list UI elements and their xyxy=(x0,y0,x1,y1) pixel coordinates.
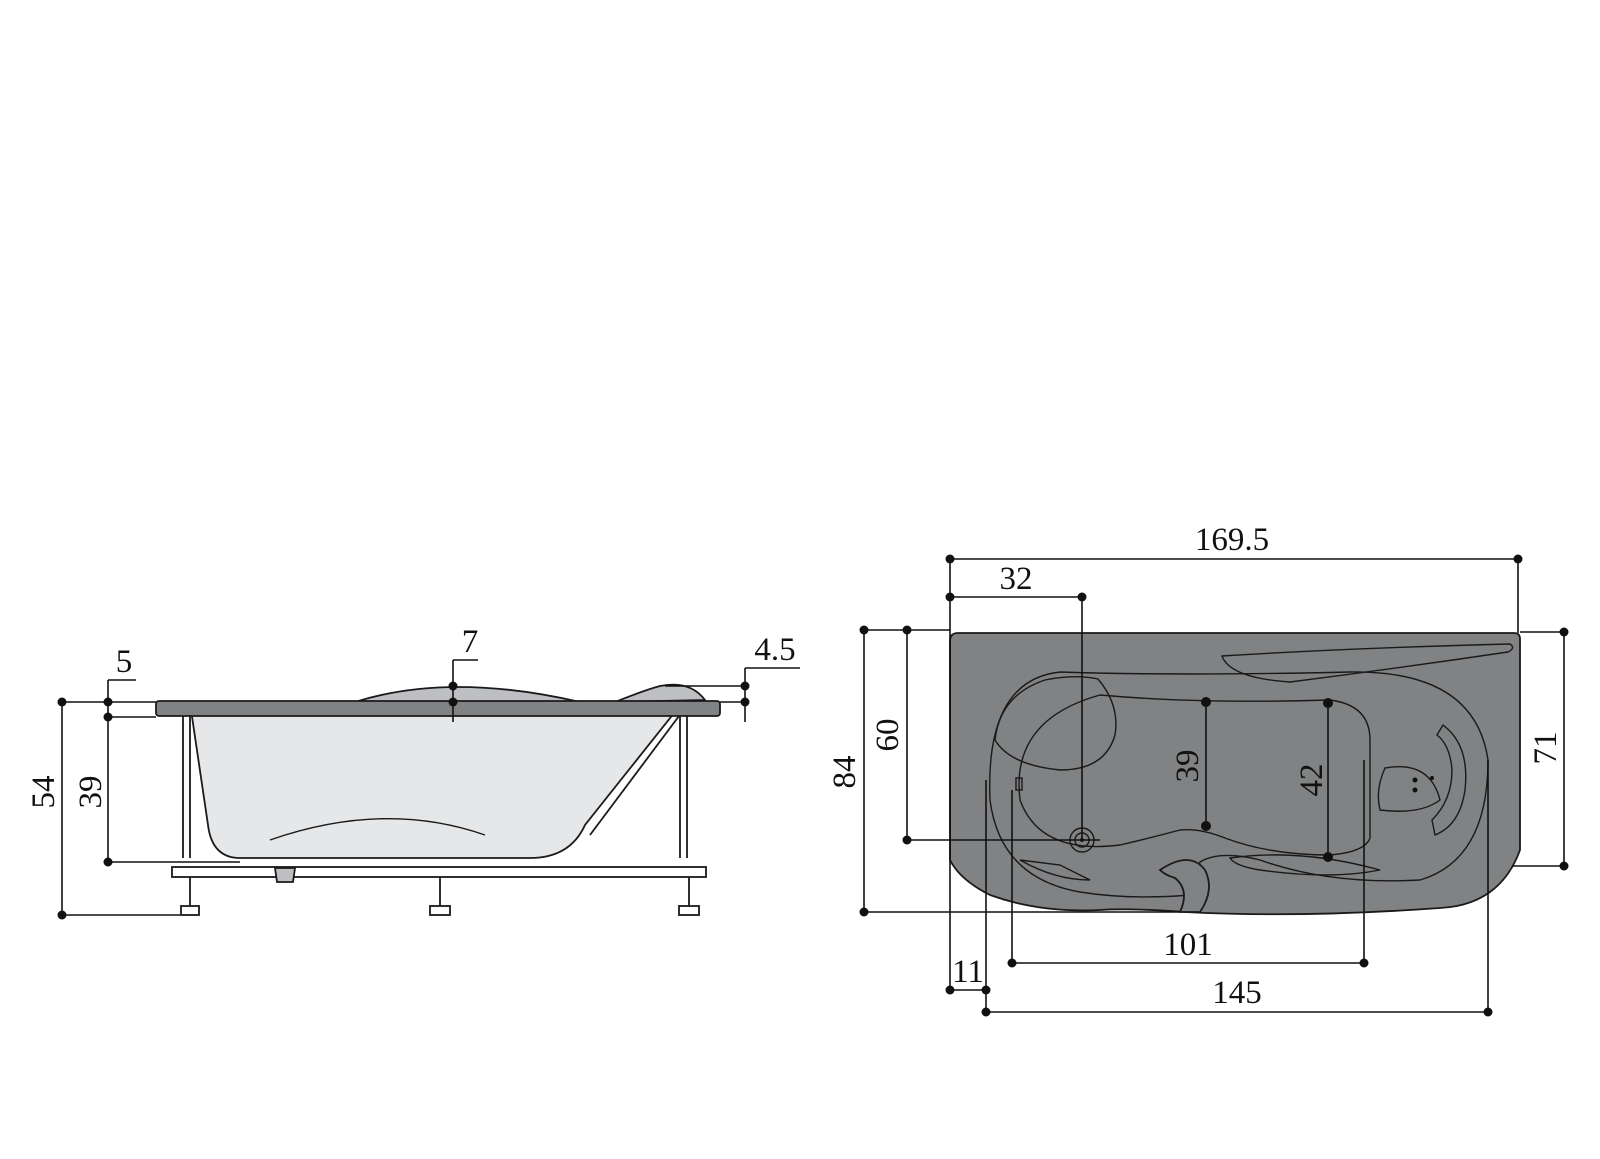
label-7: 7 xyxy=(462,624,479,660)
dim-basin-depth: 39 xyxy=(73,712,240,867)
label-101: 101 xyxy=(1163,927,1213,963)
dim-headrest-height: 7 xyxy=(448,624,479,722)
headrest-right xyxy=(1431,723,1467,836)
label-42: 42 xyxy=(1294,764,1330,797)
dim-rim-thickness: 5 xyxy=(103,644,136,717)
dim-basin-length: 101 xyxy=(1007,760,1369,968)
dim-total-height: 54 xyxy=(26,697,180,920)
dim-basin-width-left: 39 xyxy=(1170,697,1211,831)
drain-outlet xyxy=(273,867,297,883)
dim-right-width: 71 xyxy=(1512,627,1569,871)
headrest xyxy=(354,686,581,703)
seat-left xyxy=(994,676,1117,771)
base-rail xyxy=(171,866,707,878)
label-60: 60 xyxy=(870,719,906,752)
jet-1 xyxy=(1412,777,1418,783)
label-4-5: 4.5 xyxy=(754,632,795,668)
dim-total-length: 169.5 xyxy=(945,522,1523,990)
dim-left-offset: 11 xyxy=(945,780,991,1012)
label-169-5: 169.5 xyxy=(1195,522,1269,558)
cutout-lower-left xyxy=(1019,859,1091,881)
rim xyxy=(155,700,721,717)
label-32: 32 xyxy=(1000,561,1033,597)
top-view: 169.5 32 84 60 xyxy=(827,522,1569,1017)
dim-end-rim: 4.5 xyxy=(665,632,800,722)
jet-3 xyxy=(1430,776,1434,780)
cutout-lower-right xyxy=(1228,854,1381,876)
dim-basin-width-right: 42 xyxy=(1294,698,1333,862)
top-rim xyxy=(949,632,1521,916)
dim-inner-length: 145 xyxy=(981,760,1493,1017)
foot-left xyxy=(180,877,200,916)
label-54: 54 xyxy=(26,776,62,809)
dim-inner-width: 60 xyxy=(870,625,1100,845)
label-11: 11 xyxy=(952,954,984,990)
side-control xyxy=(1015,777,1023,791)
overflow-groove xyxy=(1221,643,1514,683)
basin-body xyxy=(188,702,684,859)
basin-contour xyxy=(269,817,486,841)
armrest xyxy=(1158,859,1210,913)
dim-total-width: 84 xyxy=(827,625,1180,917)
label-5: 5 xyxy=(116,644,133,680)
label-39-side: 39 xyxy=(73,776,109,809)
frame-diagonal xyxy=(589,711,683,836)
jet-2 xyxy=(1412,787,1418,793)
foot-right xyxy=(678,877,700,916)
label-84: 84 xyxy=(827,756,863,789)
foot-middle xyxy=(429,877,451,916)
label-71: 71 xyxy=(1528,732,1564,765)
dim-drain-offset: 32 xyxy=(945,561,1087,840)
end-bump xyxy=(614,683,707,703)
label-39-top: 39 xyxy=(1170,750,1206,783)
headrest-right-inner xyxy=(1377,766,1441,812)
side-view: 54 39 5 7 xyxy=(26,624,800,920)
label-145: 145 xyxy=(1212,975,1262,1011)
